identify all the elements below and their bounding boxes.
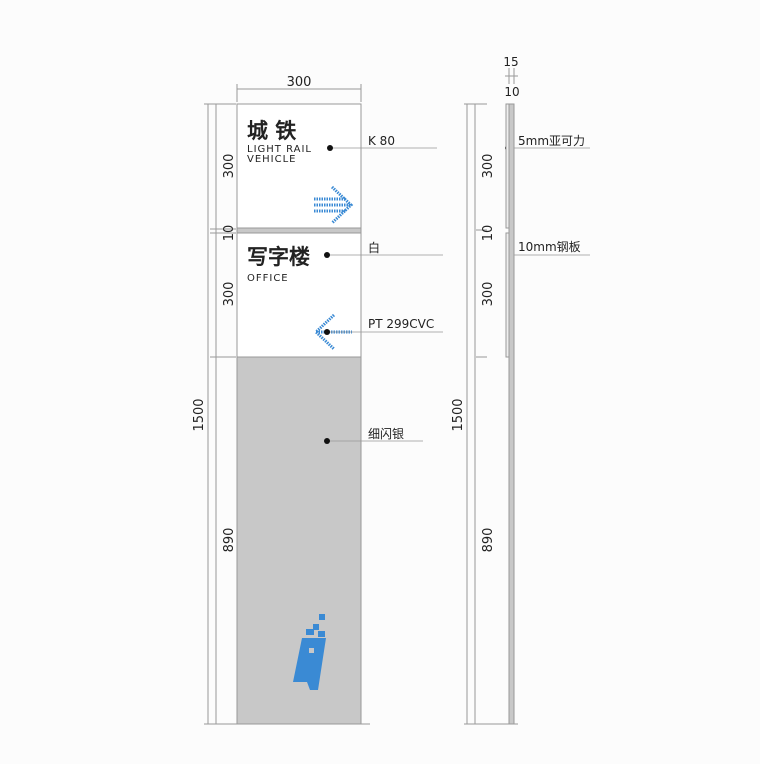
callout-white: 白	[368, 240, 380, 255]
dim-total: 1500	[192, 398, 207, 431]
sign1-en1: LIGHT RAIL	[247, 144, 312, 155]
right-arrow-icon	[314, 185, 354, 225]
side-view	[464, 68, 518, 725]
sign1-cn: 城 铁	[247, 119, 296, 143]
side-dim-panel1: 300	[481, 154, 496, 179]
side-dim-base: 890	[481, 528, 496, 553]
sign2-cn: 写字楼	[247, 245, 310, 269]
sign1-en2: VEHICLE	[247, 154, 297, 165]
callout-k80: K 80	[368, 134, 395, 148]
dim-panel2: 300	[222, 282, 237, 307]
callout-pt: PT 299CVC	[368, 317, 434, 331]
acrylic-panel-2	[505, 232, 510, 358]
side-dim-15: 15	[503, 55, 518, 69]
acrylic-panel-1	[505, 103, 510, 229]
side-dim-total: 1500	[451, 398, 466, 431]
dim-base: 890	[222, 528, 237, 553]
sign-panel-2	[236, 232, 362, 358]
gap-band	[236, 227, 362, 234]
callout-silver: 细闪银	[368, 427, 404, 441]
side-dim-10: 10	[504, 85, 519, 99]
width-dim: 300	[287, 75, 312, 90]
sign2-en: OFFICE	[247, 273, 289, 284]
sign-panel-1	[236, 103, 362, 229]
dim-gap: 10	[222, 225, 237, 242]
brand-logo	[293, 614, 326, 690]
dim-panel1: 300	[222, 154, 237, 179]
logo-notch	[309, 648, 314, 653]
front-view	[204, 84, 370, 725]
callout-steel: 10mm钢板	[518, 240, 581, 254]
callout-lines	[327, 147, 590, 442]
callout-acrylic: 5mm亚可力	[518, 134, 585, 148]
side-dim-panel2: 300	[481, 282, 496, 307]
side-dim-gap: 10	[481, 225, 496, 242]
steel-plate	[508, 103, 515, 725]
